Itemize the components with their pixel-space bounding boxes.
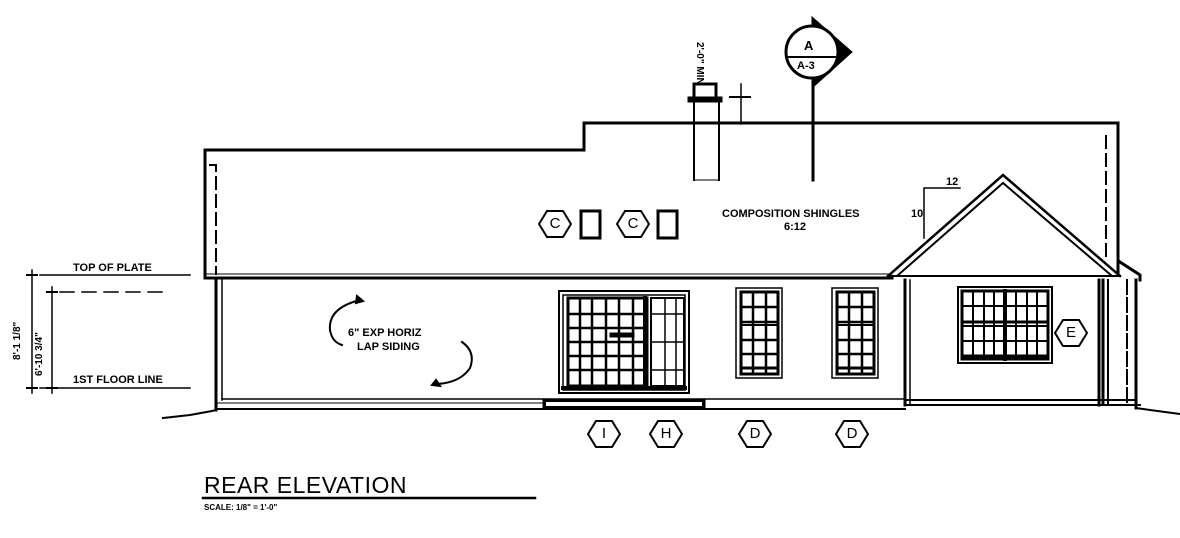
chimney (687, 82, 723, 181)
drawing-scale: SCALE: 1/8" = 1'-0" (204, 503, 278, 512)
level-dimensions (26, 269, 191, 394)
tag-skylight-2: C (616, 209, 650, 239)
grade-line (161, 406, 1180, 420)
tag-label: I (601, 425, 607, 442)
section-marker-top: A (804, 38, 814, 53)
tag-window-d2: D (835, 419, 869, 449)
right-stack (1101, 121, 1142, 410)
section-marker-bottom: A-3 (797, 60, 815, 72)
tag-window-e: E (1054, 318, 1088, 348)
gable-wing (886, 173, 1141, 407)
siding-note-line2: LAP SIDING (357, 341, 420, 353)
window-e (957, 286, 1053, 364)
tag-door-i: I (587, 419, 621, 449)
window-d1 (735, 287, 783, 379)
section-marker (784, 15, 853, 90)
tag-label: C (549, 215, 561, 232)
tag-label: E (1065, 324, 1076, 341)
top-of-plate-label: TOP OF PLATE (73, 262, 152, 274)
skylight-2 (656, 209, 679, 240)
gable-pitch-run: 12 (946, 176, 959, 188)
first-floor-line-label: 1ST FLOOR LINE (73, 374, 163, 386)
overall-height-dimension: 8'-1 1/8" (12, 321, 23, 360)
gable-pitch-rise: 10 (911, 208, 924, 220)
tag-label: C (627, 215, 639, 232)
siding-note-line1: 6" EXP HORIZ (348, 327, 422, 339)
siding-note-arrows (328, 294, 473, 388)
tag-label: D (749, 425, 761, 442)
inner-height-dimension: 6'-10 3/4" (34, 332, 45, 376)
chimney-dimension-line (729, 83, 751, 125)
tag-label: H (660, 425, 672, 442)
tag-door-h: H (649, 419, 683, 449)
drawing-title: REAR ELEVATION (204, 472, 407, 498)
tag-skylight-1: C (538, 209, 572, 239)
roof-material-label: COMPOSITION SHINGLES (722, 208, 860, 220)
chimney-dimension-label: 2'-0" MIN (694, 42, 705, 85)
main-roof (203, 121, 1120, 280)
skylight-1 (579, 209, 602, 240)
tag-label: D (846, 425, 858, 442)
window-d2 (831, 287, 879, 379)
roof-pitch-label: 6:12 (784, 221, 807, 233)
tag-window-d1: D (738, 419, 772, 449)
main-wall (214, 278, 906, 412)
sliding-door (558, 290, 690, 394)
